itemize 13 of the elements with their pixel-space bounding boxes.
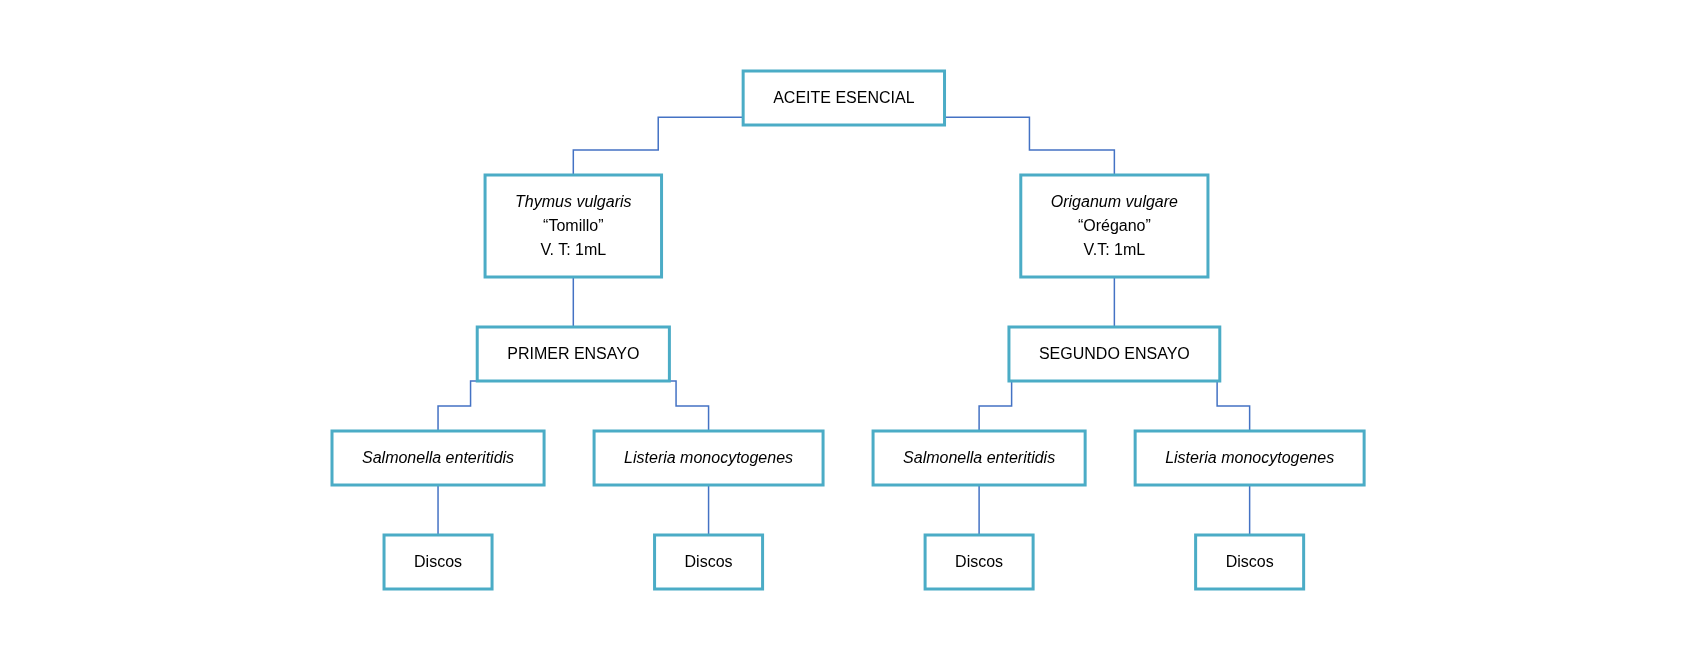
node-box: Discos xyxy=(382,533,494,590)
node-box: ACEITE ESENCIAL xyxy=(741,69,946,126)
node-box: Listeria monocytogenes xyxy=(1133,429,1366,486)
node-box: PRIMER ENSAYO xyxy=(475,325,671,382)
node-box: Discos xyxy=(653,533,764,590)
node-box: SEGUNDO ENSAYO xyxy=(1007,325,1222,382)
node-box: Thymus vulgaris “Tomillo” V. T: 1mL xyxy=(483,173,663,278)
node-box: Discos xyxy=(923,533,1035,590)
node-box: Salmonella enteritidis xyxy=(871,429,1087,486)
node-box: Salmonella enteritidis xyxy=(330,429,546,486)
node-box: Origanum vulgare “Orégano” V.T: 1mL xyxy=(1019,173,1210,278)
node-box: Discos xyxy=(1194,533,1306,590)
node-box: Listeria monocytogenes xyxy=(592,429,825,486)
